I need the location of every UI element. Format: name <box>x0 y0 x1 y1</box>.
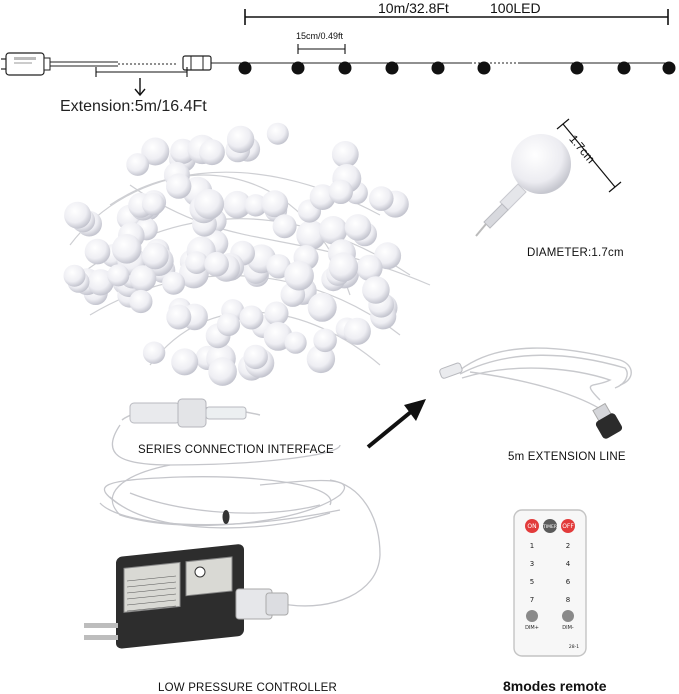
extension-connector-icon <box>592 402 623 439</box>
bulb <box>162 271 186 295</box>
bulb <box>369 186 394 211</box>
svg-text:7: 7 <box>530 596 534 604</box>
svg-text:1: 1 <box>530 542 534 550</box>
bulb <box>362 276 390 304</box>
bulb <box>296 220 326 250</box>
svg-text:4: 4 <box>566 560 571 568</box>
series-connector-icon <box>121 398 261 428</box>
bulb <box>216 312 241 337</box>
series-caption: SERIES CONNECTION INTERFACE <box>138 444 334 456</box>
diameter-label: DIAMETER:1.7cm <box>527 247 624 259</box>
bulb <box>331 141 359 168</box>
bulb <box>261 190 289 218</box>
svg-text:DIM-: DIM- <box>562 625 574 631</box>
remote-control-image: ON TIMER OFF 1 2 3 4 5 6 7 8 DIM+ DIM- 2… <box>513 509 587 657</box>
bulb <box>63 264 86 287</box>
svg-text:3: 3 <box>530 560 534 568</box>
string-light-diagram <box>1 9 676 97</box>
bulb <box>266 122 289 145</box>
controller-cable-image <box>84 398 381 649</box>
arrow-icon <box>366 399 426 449</box>
svg-text:DIM+: DIM+ <box>525 625 539 631</box>
bulb <box>243 344 268 370</box>
adapter-icon <box>84 544 289 649</box>
bulb <box>142 341 166 364</box>
svg-text:ON: ON <box>527 523 536 530</box>
down-arrow-icon <box>134 78 146 97</box>
svg-text:8: 8 <box>566 596 570 604</box>
diameter-dimension-line <box>556 118 622 193</box>
remote-caption: 8modes remote <box>503 678 607 694</box>
bulb <box>64 201 92 229</box>
bulb <box>313 328 337 353</box>
bulb <box>226 125 255 154</box>
bulb <box>166 304 192 330</box>
extension-line-caption: 5m EXTENSION LINE <box>508 451 626 463</box>
bulb <box>107 264 130 287</box>
bulb <box>199 139 225 166</box>
bulb <box>166 173 192 199</box>
bulb <box>318 216 348 245</box>
bulb <box>141 137 170 166</box>
extension-label: Extension:5m/16.4Ft <box>60 98 207 115</box>
bulb <box>223 190 252 219</box>
bulb <box>171 348 199 376</box>
led-count-label: 100LED <box>490 0 541 16</box>
remote-buttons-top: ON TIMER OFF <box>525 519 575 533</box>
bulb-cluster-image <box>63 122 431 386</box>
bulb <box>141 242 169 270</box>
bulb <box>284 331 307 354</box>
bulb <box>208 357 237 386</box>
bulb <box>284 260 314 291</box>
bulb <box>239 305 264 330</box>
length-label: 10m/32.8Ft <box>378 0 449 16</box>
bulb <box>204 251 229 277</box>
controller-caption: LOW PRESSURE CONTROLLER <box>158 682 338 694</box>
length-dimension-line <box>244 9 669 25</box>
connector-icon <box>182 55 212 71</box>
spacing-label: 15cm/0.49ft <box>296 31 344 41</box>
top-bulbs <box>238 61 676 75</box>
bulb <box>306 344 336 374</box>
remote-model-label: 28-1 <box>569 644 579 650</box>
bulb <box>307 292 337 322</box>
plug-icon <box>1 52 51 76</box>
bulb <box>356 254 383 281</box>
svg-text:5: 5 <box>530 578 534 586</box>
bulb <box>129 265 157 292</box>
bulb <box>126 153 150 176</box>
bulb <box>264 301 289 326</box>
bulb <box>328 179 353 204</box>
bulb <box>111 234 142 264</box>
extension-line-image <box>439 347 632 439</box>
bulb <box>87 269 114 296</box>
bulb <box>244 194 267 217</box>
bulb <box>185 251 209 274</box>
single-bulb-diagram <box>475 118 622 237</box>
bulb <box>272 214 297 239</box>
svg-text:2: 2 <box>566 542 570 550</box>
extension-dimension-line <box>95 67 188 77</box>
remote-number-grid: 1 2 3 4 5 6 7 8 <box>530 542 571 604</box>
svg-text:OFF: OFF <box>562 523 574 530</box>
bulb <box>84 238 111 265</box>
svg-text:6: 6 <box>566 578 571 586</box>
bulb <box>129 289 153 314</box>
bulb <box>343 317 371 345</box>
spacing-dimension-line <box>297 44 346 54</box>
bulb <box>328 252 359 282</box>
bulb <box>194 189 225 219</box>
bulb <box>141 192 165 216</box>
remote-dim-buttons: DIM+ DIM- <box>525 610 574 631</box>
svg-text:TIMER: TIMER <box>542 524 557 530</box>
bulb <box>344 214 372 241</box>
